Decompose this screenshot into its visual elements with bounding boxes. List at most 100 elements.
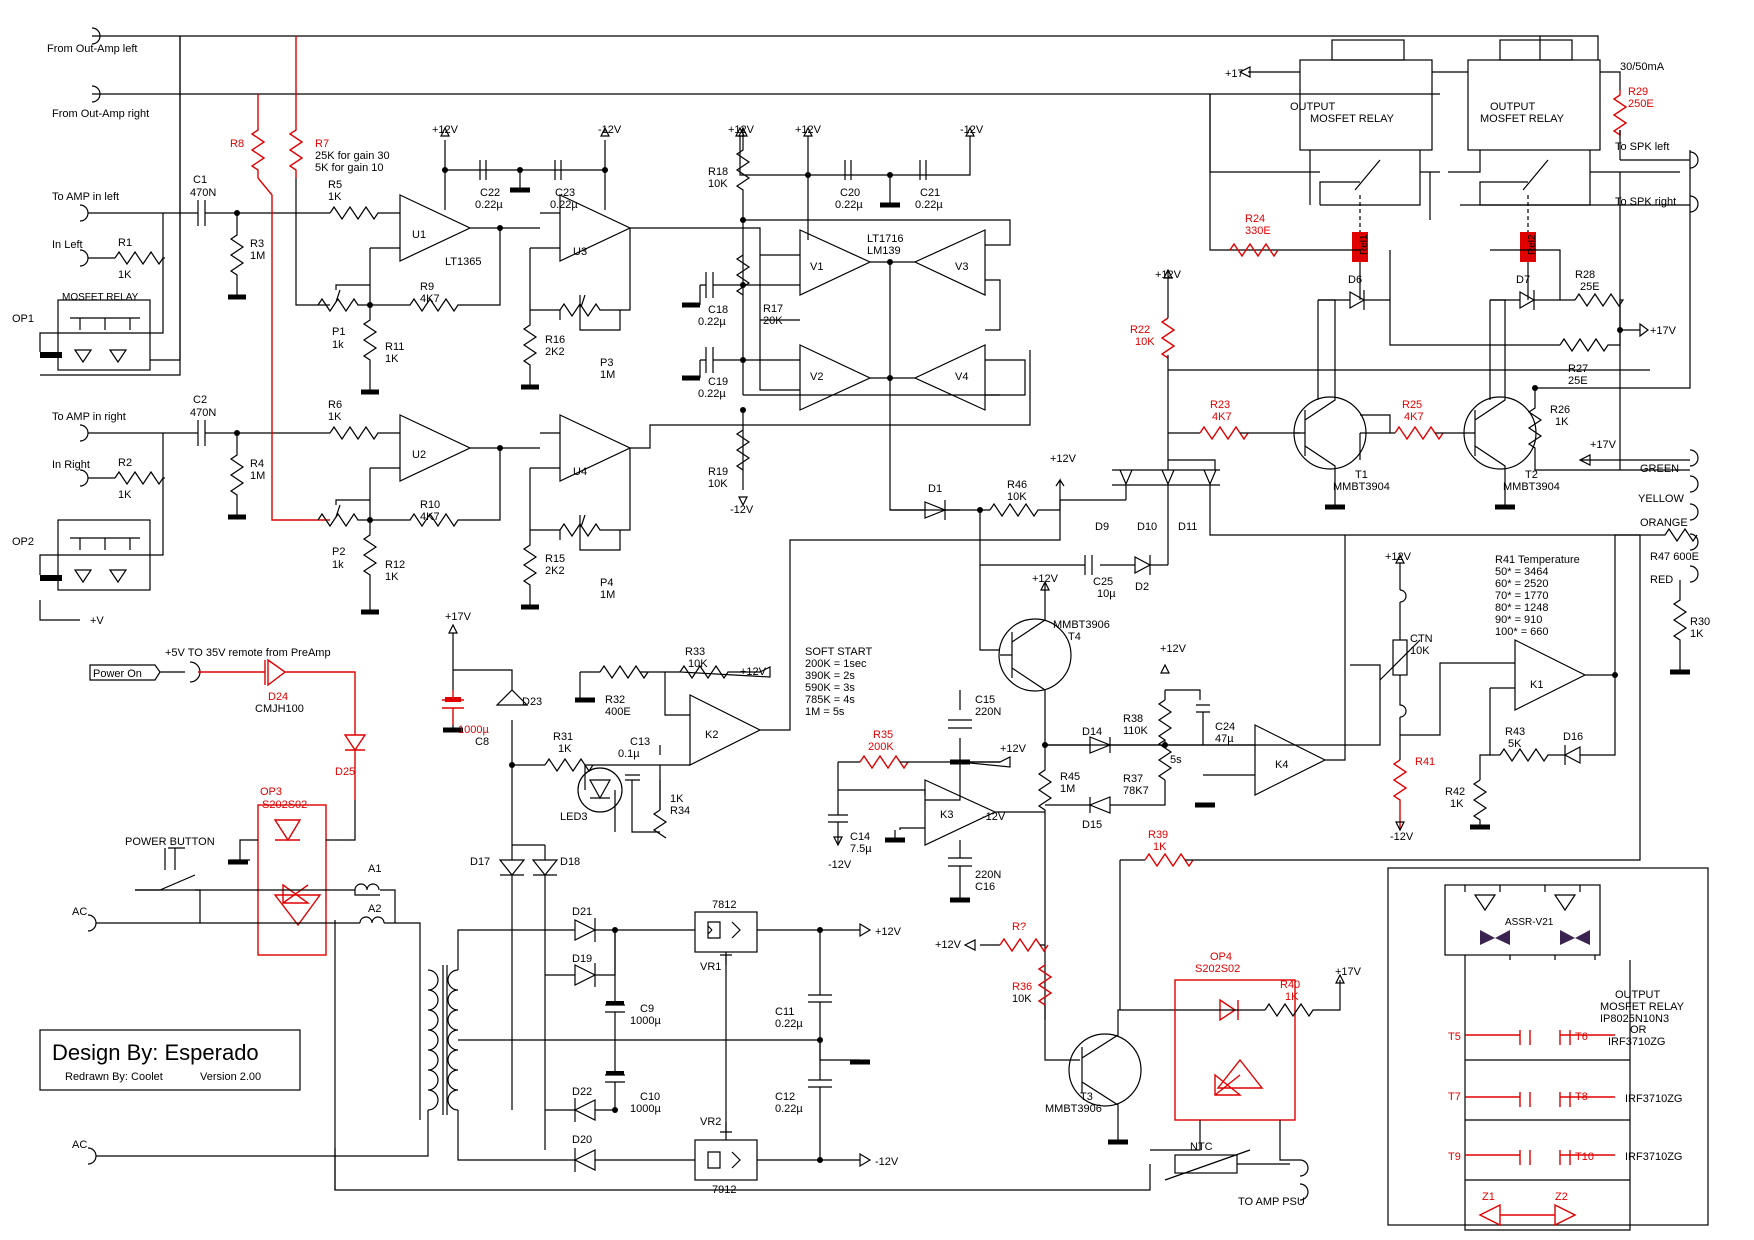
- z2-name: Z2: [1555, 1191, 1568, 1203]
- soft-start-4: 785K = 4s: [805, 694, 855, 706]
- soft-start-5: 1M = 5s: [805, 706, 845, 718]
- r35-name: R35: [873, 729, 893, 741]
- U1: [399, 194, 472, 262]
- label-op2: OP2: [12, 536, 34, 548]
- op4-value: S202S02: [1195, 963, 1240, 975]
- c11-value: 0.22µ: [775, 1018, 803, 1030]
- d11-name: D11: [1178, 521, 1197, 533]
- r7-name: R7: [315, 138, 329, 150]
- r24-value: 330E: [1245, 225, 1271, 237]
- z1-name: Z1: [1482, 1191, 1495, 1203]
- c18-name: C18: [708, 304, 728, 316]
- rail-p12-ctn: +12V: [1385, 551, 1412, 563]
- r2-value: 1K: [118, 489, 132, 501]
- label-plus17-top: +17: [1225, 68, 1244, 80]
- c8-value: 1000µ: [458, 724, 489, 736]
- r3-value: 1M: [250, 250, 265, 262]
- d6-name: D6: [1348, 274, 1362, 286]
- c16-name: C16: [975, 881, 995, 893]
- r8-name: R8: [230, 138, 244, 150]
- V2: [799, 344, 872, 411]
- design-box: [39, 1029, 301, 1091]
- label-to-amp-in-right: To AMP in right: [52, 411, 126, 423]
- rail-m12-r41: -12V: [1390, 831, 1414, 843]
- OP4: [1174, 979, 1296, 1121]
- soft-start-1: 200K = 1sec: [805, 658, 867, 670]
- d7-name: D7: [1516, 274, 1530, 286]
- VR2: [694, 1139, 758, 1181]
- t2-name: T2: [1525, 469, 1538, 481]
- r16-name: R16: [545, 334, 565, 346]
- r36-name: R36: [1012, 981, 1032, 993]
- t7-name: T7: [1448, 1091, 1461, 1103]
- inset-assr: ASSR-V21: [1505, 917, 1554, 928]
- c18-value: 0.22µ: [698, 316, 726, 328]
- r41-temp-3: 70* = 1770: [1495, 590, 1549, 602]
- c2-value: 470N: [190, 407, 216, 419]
- a1-name: A1: [368, 863, 381, 875]
- c9-value: 1000µ: [630, 1015, 661, 1027]
- d23-name: D23: [522, 696, 542, 708]
- r12-name: R12: [385, 559, 405, 571]
- d22-name: D22: [572, 1086, 592, 1098]
- t2-value: MMBT3904: [1503, 481, 1560, 493]
- wire-out-amp-left: [91, 27, 1599, 60]
- V4: [913, 344, 986, 411]
- v1-name: V1: [810, 261, 823, 273]
- k3-name: K3: [940, 809, 953, 821]
- r34-name: R34: [670, 805, 690, 817]
- LED3: [577, 767, 623, 813]
- r41-temp-6: 100* = 660: [1495, 626, 1549, 638]
- r10-value: 4K7: [420, 511, 440, 523]
- r43-name: R43: [1505, 726, 1525, 738]
- label-op1: OP1: [12, 313, 34, 325]
- r47-name: R47 600E: [1650, 551, 1699, 563]
- t1-name: T1: [1355, 469, 1368, 481]
- R39: [1144, 852, 1194, 868]
- output-relay-section: [1209, 36, 1699, 470]
- rail-p17-r40: +17V: [1335, 966, 1362, 978]
- rail-p17-r28: +17V: [1650, 325, 1677, 337]
- p4-name: P4: [600, 577, 613, 589]
- c23-value: 0.22µ: [550, 199, 578, 211]
- inset-irf2: IRF3710ZG: [1625, 1151, 1682, 1163]
- d14-name: D14: [1082, 726, 1102, 738]
- r28-value: 25E: [1580, 281, 1600, 293]
- u1-name: U1: [412, 229, 426, 241]
- c24-value: 47µ: [1215, 733, 1234, 745]
- label-red-wire: RED: [1650, 574, 1673, 586]
- rail-p12-c24: +12V: [1160, 643, 1187, 655]
- lt1716-label: LT1716: [867, 233, 904, 245]
- inset-box: [1387, 867, 1709, 1226]
- Rel2: [1520, 232, 1536, 262]
- r39-value: 1K: [1153, 841, 1167, 853]
- c15-value: 220N: [975, 706, 1001, 718]
- R32: [599, 664, 649, 680]
- r19-value: 10K: [708, 478, 728, 490]
- soft-start-3: 590K = 3s: [805, 682, 855, 694]
- T4: [998, 618, 1072, 692]
- comparator-section: [682, 126, 1026, 511]
- c12-value: 0.22µ: [775, 1103, 803, 1115]
- R31: [544, 757, 594, 773]
- r25-name: R25: [1402, 399, 1422, 411]
- rail-p17-green: +17V: [1590, 439, 1617, 451]
- t6-name: T6: [1575, 1031, 1588, 1043]
- lm139-label: LM139: [867, 245, 901, 257]
- mosfet-relay-op1: [57, 299, 151, 371]
- r-question: R?: [1012, 921, 1026, 933]
- rail-p12-v: +12V: [795, 124, 822, 136]
- r9-value: 4K7: [420, 293, 440, 305]
- vr1-name: VR1: [700, 961, 721, 973]
- design-redrawn: Redrawn By: Coolet: [65, 1071, 163, 1083]
- R41: [1392, 759, 1408, 830]
- label-plus-v: +V: [90, 615, 104, 627]
- c1-value: 470N: [190, 187, 216, 199]
- r41-temp-1: 50* = 3464: [1495, 566, 1549, 578]
- c24-name: C24: [1215, 721, 1235, 733]
- rail-p12-r46: +12V: [1050, 453, 1077, 465]
- label-relay-box-2a: OUTPUT: [1490, 101, 1536, 113]
- inset-irf1: IRF3710ZG: [1625, 1093, 1682, 1105]
- c10-name: C10: [640, 1091, 660, 1103]
- label-power-button: POWER BUTTON: [125, 836, 215, 848]
